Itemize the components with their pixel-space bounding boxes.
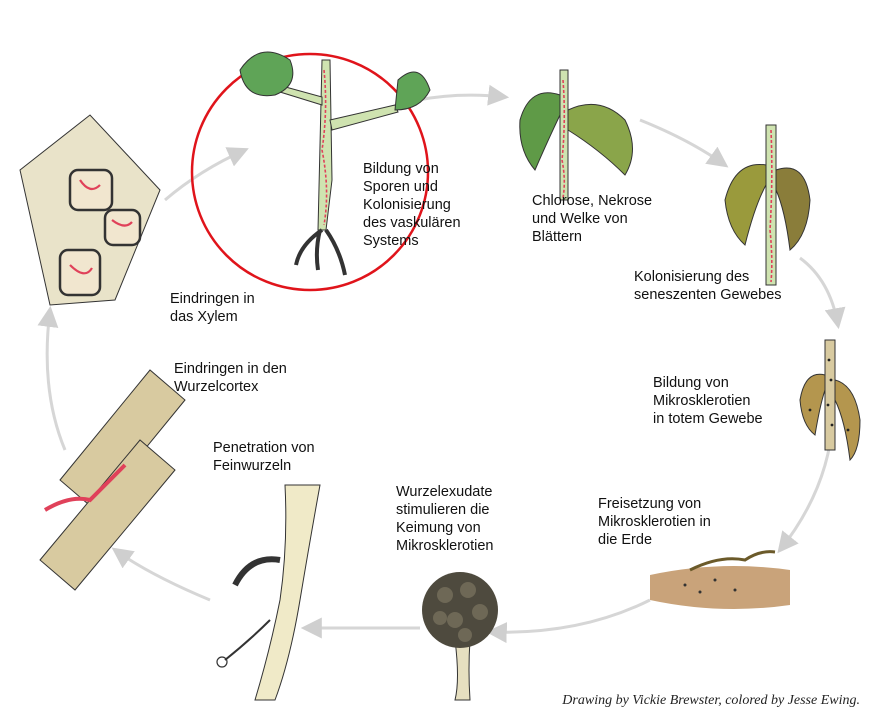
soil-illustration [650, 552, 790, 609]
arrow-3 [800, 258, 838, 325]
stage-label-senescent: Kolonisierung des seneszenten Gewebes [634, 268, 782, 304]
stage-label-penetration: Penetration von Feinwurzeln [213, 439, 315, 475]
stage-label-sporulation: Bildung von Sporen und Kolonisierung des… [363, 160, 461, 250]
wilting-plant-illustration [520, 70, 633, 200]
xylem-illustration [20, 115, 160, 305]
stage-label-release: Freisetzung von Mikrosklerotien in die E… [598, 495, 711, 549]
illustration-credit: Drawing by Vickie Brewster, colored by J… [562, 693, 860, 709]
stage-label-exudates: Wurzelexudate stimulieren die Keimung vo… [396, 483, 494, 555]
arrow-7 [115, 550, 210, 600]
stage-label-microsclerotia: Bildung von Mikrosklerotien in totem Gew… [653, 374, 763, 428]
arrow-2 [640, 120, 725, 165]
microsclerotium-illustration [422, 572, 498, 700]
stage-label-cortex: Eindringen in den Wurzelcortex [174, 360, 287, 396]
root-cortex-illustration [40, 370, 185, 590]
senescent-plant-illustration [725, 125, 810, 285]
dead-tissue-illustration [800, 340, 860, 460]
arrow-1 [418, 95, 505, 100]
stage-label-xylem: Eindringen in das Xylem [170, 290, 255, 326]
fine-root-illustration [217, 485, 320, 700]
arrow-9 [165, 150, 245, 200]
arrow-5 [490, 600, 650, 632]
stage-label-symptoms: Chlorose, Nekrose und Welke von Blättern [532, 192, 652, 246]
arrow-8 [47, 310, 65, 450]
